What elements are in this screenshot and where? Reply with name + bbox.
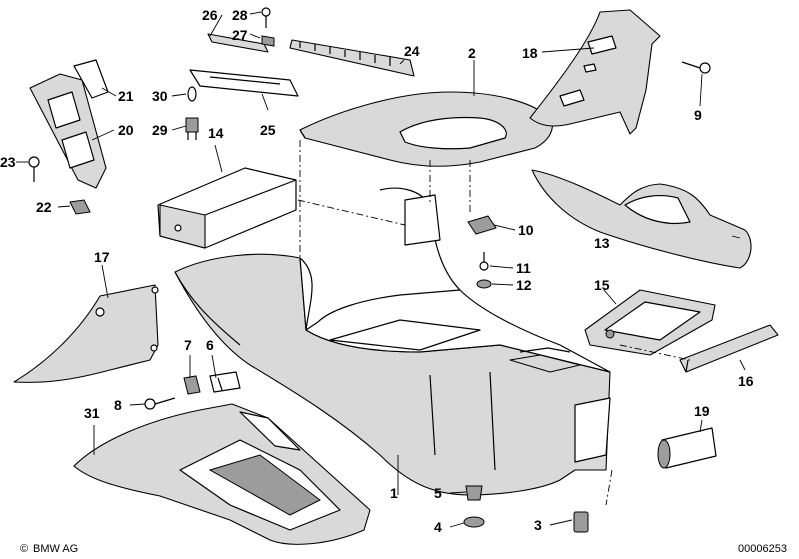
part-11-screw: [479, 252, 489, 271]
part-9-screw: [681, 61, 711, 74]
callout-16: 16: [738, 373, 754, 389]
copyright-symbol: ©: [20, 543, 28, 555]
callout-5: 5: [434, 485, 442, 501]
callout-21: 21: [118, 88, 134, 104]
part-7-clip: [183, 375, 201, 395]
callout-13: 13: [594, 235, 610, 251]
callout-24: 24: [404, 43, 420, 59]
callout-1: 1: [390, 485, 398, 501]
part-30-bulb: [187, 86, 197, 102]
callout-23: 23: [0, 154, 16, 170]
part-31-shifter-cover: [73, 403, 371, 545]
part-14-tray: [157, 167, 297, 249]
part-16-cover-strip: [679, 324, 779, 373]
part-6-clip: [209, 371, 241, 393]
callout-7: 7: [184, 337, 192, 353]
callout-8: 8: [114, 397, 122, 413]
callout-29: 29: [152, 122, 168, 138]
part-19-roll: [657, 427, 717, 469]
part-13-trim-panel: [531, 169, 752, 269]
callout-3: 3: [534, 517, 542, 533]
assembly-lines: [297, 140, 691, 506]
image-number: 00006253: [738, 543, 787, 555]
brand-label: BMW AG: [33, 543, 78, 555]
callout-2: 2: [468, 45, 476, 61]
callout-25: 25: [260, 122, 276, 138]
part-28-screw: [261, 7, 271, 28]
part-10-clip: [467, 215, 497, 235]
callout-18: 18: [522, 45, 538, 61]
callout-6: 6: [206, 337, 214, 353]
callout-11: 11: [516, 260, 531, 276]
callout-12: 12: [516, 277, 532, 293]
callout-15: 15: [594, 277, 610, 293]
callout-labels: 1 2 3 4 5 6 7 8 9 10 11 12 13 14 15 16 1…: [0, 7, 754, 535]
part-21-cover: [73, 59, 109, 99]
callout-27: 27: [232, 27, 248, 43]
part-8-screw: [144, 397, 176, 410]
callout-9: 9: [694, 107, 702, 123]
footer: © BMW AG 00006253: [20, 543, 787, 555]
callout-20: 20: [118, 122, 134, 138]
callout-30: 30: [152, 88, 168, 104]
callout-31: 31: [84, 405, 100, 421]
part-2-console-lid: [299, 91, 553, 167]
part-1-center-console: [174, 187, 611, 496]
part-4-washer: [463, 516, 485, 528]
callout-19: 19: [694, 403, 710, 419]
part-22-clip: [69, 199, 91, 215]
part-17-side-panel: [13, 284, 159, 383]
callout-28: 28: [232, 7, 248, 23]
callout-17: 17: [94, 249, 110, 265]
callout-4: 4: [434, 519, 442, 535]
callout-10: 10: [518, 222, 534, 238]
leader-lines: [16, 11, 746, 528]
part-26-plate: [207, 33, 269, 53]
part-24-strip: [289, 39, 415, 77]
part-15-storage-tray: [584, 289, 716, 356]
callout-26: 26: [202, 7, 218, 23]
part-23-screw: [28, 156, 40, 182]
part-27-nut: [261, 35, 275, 47]
part-25-frame: [189, 69, 299, 97]
part-5-grommet: [465, 485, 483, 501]
callout-14: 14: [208, 125, 224, 141]
part-3-foot: [573, 511, 589, 533]
part-12-grommet: [476, 279, 492, 289]
part-20-bracket: [29, 73, 107, 189]
callout-22: 22: [36, 199, 52, 215]
part-29-socket: [185, 117, 199, 140]
part-18-side-panel: [529, 9, 661, 135]
